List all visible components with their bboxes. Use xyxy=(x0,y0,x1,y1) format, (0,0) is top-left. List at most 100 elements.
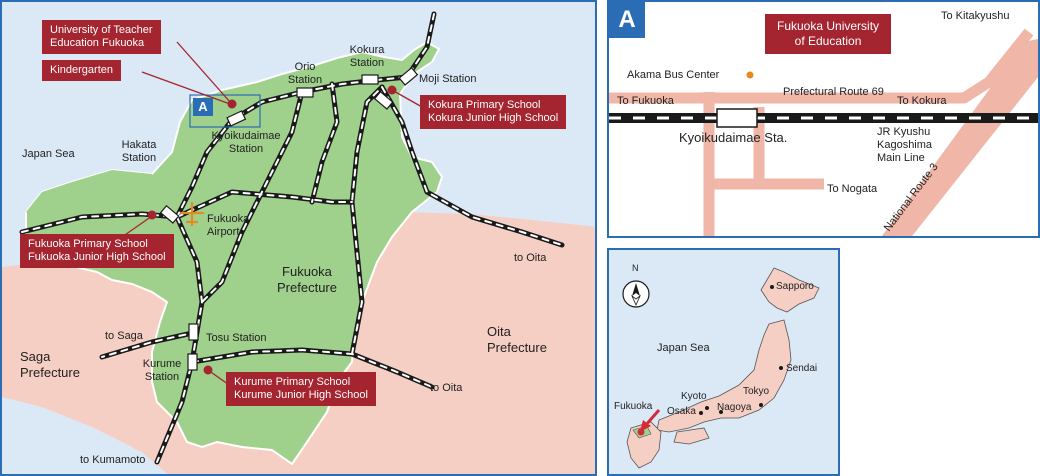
university-callout-line1: University of Teacher xyxy=(50,24,153,36)
saga-prefecture-label: Saga Prefecture xyxy=(20,349,80,381)
regional-map-graphic xyxy=(2,2,595,474)
ariake-sea xyxy=(2,397,150,474)
kyoto-dot xyxy=(705,406,709,410)
to-oita-bottom-label: to Oita xyxy=(430,382,463,394)
regional-map: A Kokura Station Orio Station Moji Stati… xyxy=(0,0,597,476)
moji-station-label: Moji Station xyxy=(419,73,477,85)
kindergarten-callout: Kindergarten xyxy=(42,60,121,81)
kurume-station-label-line1: Kurume xyxy=(142,358,182,370)
japan-sea-label: Japan Sea xyxy=(657,342,710,354)
moji-station-marker xyxy=(398,66,419,86)
school-dots xyxy=(147,85,397,375)
kyoikudaimae-station-label-line1: Kyoikudaimae xyxy=(211,130,281,142)
kyoikudaimae-sta-label: Kyoikudaimae Sta. xyxy=(679,130,788,145)
university-dot xyxy=(227,99,237,109)
orio-station-label-line2: Station xyxy=(287,74,323,86)
nagoya-dot xyxy=(719,410,723,414)
orio-station-label: Orio Station xyxy=(288,61,322,87)
to-kitakyushu-label: To Kitakyushu xyxy=(941,10,1010,22)
sendai-dot xyxy=(779,366,783,370)
kurume-schools-callout: Kurume Primary School Kurume Junior High… xyxy=(226,372,376,406)
area-a-badge: A xyxy=(609,2,645,38)
hakata-bay-shore xyxy=(26,170,162,220)
fukuoka-prefecture-label-line2: Prefecture xyxy=(277,280,337,295)
kyoikudaimae-station-label-line2: Station xyxy=(228,143,264,155)
kurume-station-label: Kurume Station xyxy=(143,358,182,384)
university-title-line2: of Education xyxy=(794,34,862,48)
kokura-junction-marker xyxy=(373,90,394,110)
station-markers xyxy=(159,66,419,371)
to-fukuoka-label: To Fukuoka xyxy=(617,95,674,107)
fukuoka-airport-label: Fukuoka Airport xyxy=(207,213,249,239)
to-kokura-label: To Kokura xyxy=(897,95,947,107)
kokura-station-marker xyxy=(361,74,379,85)
kokura-school-dot xyxy=(387,85,397,95)
kurume-schools-callout-line2: Kurume Junior High School xyxy=(234,389,368,401)
akama-bus-center-dot xyxy=(746,71,754,79)
hokkaido-land xyxy=(760,267,820,313)
akama-bus-center-label: Akama Bus Center xyxy=(627,69,720,81)
fukuoka-city-dot xyxy=(637,428,645,436)
saga-prefecture-label-line2: Prefecture xyxy=(20,365,80,380)
orio-station-label-line1: Orio xyxy=(294,61,316,73)
area-a-detail-map: A Fukuoka University of Education To Kit… xyxy=(607,0,1040,238)
area-a-badge: A xyxy=(193,98,213,116)
fukuoka-school-dot xyxy=(147,210,157,220)
compass-icon xyxy=(622,280,650,308)
compass-north-label: N xyxy=(632,263,639,273)
oita-prefecture-label-line1: Oita xyxy=(487,324,511,339)
oita-prefecture-label-line2: Prefecture xyxy=(487,340,547,355)
kurume-station-label-line2: Station xyxy=(144,371,180,383)
university-callout: University of Teacher Education Fukuoka xyxy=(42,20,161,54)
tokyo-label: Tokyo xyxy=(743,386,770,397)
national-route-3 xyxy=(881,38,1038,236)
to-oita-top-label: to Oita xyxy=(514,252,547,264)
hakata-station-marker xyxy=(159,204,180,224)
prefectural-route-label: Prefectural Route 69 xyxy=(783,86,884,98)
kurume-station-marker xyxy=(187,353,198,371)
to-nogata-label: To Nogata xyxy=(827,183,878,195)
kyoto-label: Kyoto xyxy=(681,391,707,402)
fukuoka-airport-label-line2: Airport xyxy=(207,226,240,238)
kyoikudaimae-station-label: Kyoikudaimae Station xyxy=(211,130,280,156)
osaka-label: Osaka xyxy=(667,406,696,417)
japan-sea-label: Japan Sea xyxy=(22,148,75,160)
orio-station-marker xyxy=(296,87,314,98)
kurume-school-dot xyxy=(203,365,213,375)
honshu-land xyxy=(656,319,792,433)
fukuoka-prefecture-label-line1: Fukuoka xyxy=(282,264,332,279)
kokura-station-label-line2: Station xyxy=(349,57,385,69)
kyoikudaimae-station-marker xyxy=(226,110,247,127)
shikoku-land xyxy=(673,427,710,445)
airport-icon xyxy=(179,201,205,227)
fukuoka-label: Fukuoka xyxy=(614,401,653,412)
university-title-line1: Fukuoka University xyxy=(777,19,880,33)
fukuoka-schools-callout-line1: Fukuoka Primary School xyxy=(28,238,148,250)
sapporo-label: Sapporo xyxy=(776,281,814,292)
tokyo-dot xyxy=(759,403,763,407)
jr-line-label-line3: Main Line xyxy=(877,152,925,164)
saga-prefecture-label-line1: Saga xyxy=(20,349,51,364)
hakata-station-label: Hakata Station xyxy=(122,139,157,165)
tosu-station-label: Tosu Station xyxy=(206,332,267,344)
jr-line-label: JR Kyushu Kagoshima Main Line xyxy=(877,126,932,165)
japan-overview-graphic xyxy=(622,267,820,469)
jr-line-label-line1: JR Kyushu xyxy=(877,126,931,138)
oita-prefecture-label: Oita Prefecture xyxy=(487,324,547,356)
japan-overview-map: N Japan Sea Sapporo Sendai Tokyo Kyoto O… xyxy=(607,248,840,476)
fukuoka-schools-callout: Fukuoka Primary School Fukuoka Junior Hi… xyxy=(20,234,174,268)
kurume-schools-callout-line1: Kurume Primary School xyxy=(234,376,351,388)
sendai-label: Sendai xyxy=(786,363,818,374)
hakata-station-label-line1: Hakata xyxy=(121,139,157,151)
kokura-station-label: Kokura Station xyxy=(350,44,385,70)
hakata-station-label-line2: Station xyxy=(121,152,157,164)
fukuoka-airport-label-line1: Fukuoka xyxy=(207,213,250,225)
kokura-station-label-line1: Kokura xyxy=(349,44,385,56)
sapporo-dot xyxy=(770,285,774,289)
area-a-highlight xyxy=(189,94,261,128)
kyoikudaimae-station-marker xyxy=(716,108,758,128)
area-a-detail-graphic xyxy=(609,28,1038,236)
fukuoka-prefecture-label: Fukuoka Prefecture xyxy=(277,264,337,296)
to-saga-label: to Saga xyxy=(105,330,143,342)
kokura-schools-callout-line2: Kokura Junior High School xyxy=(428,112,559,124)
